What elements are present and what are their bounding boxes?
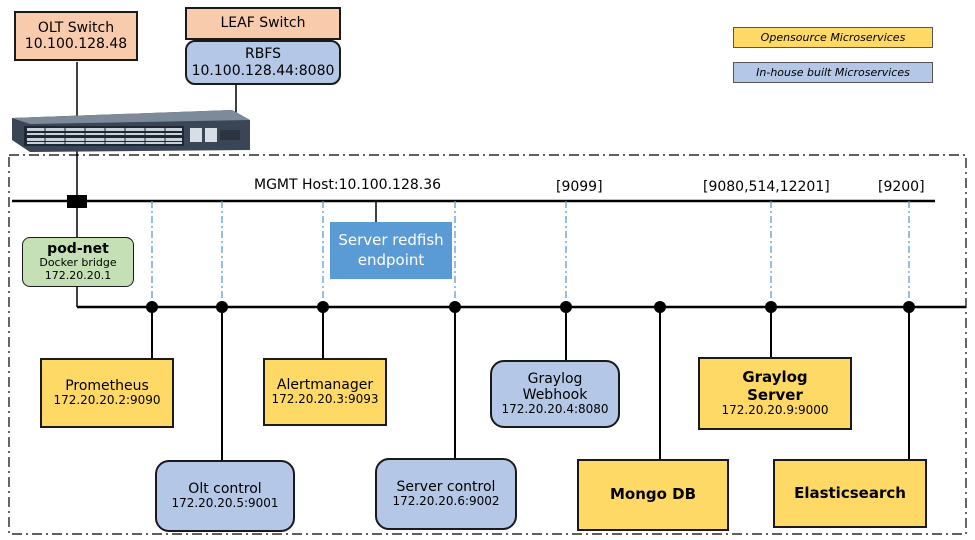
host-boundary (8, 154, 967, 535)
rbfs-title: RBFS (244, 46, 282, 63)
leaf-switch-box: LEAF Switch (185, 7, 341, 40)
redfish-line2: endpoint (357, 250, 425, 269)
alertmanager-name: Alertmanager (276, 377, 374, 394)
server-redfish-endpoint: Server redfish endpoint (330, 222, 452, 279)
graylog-webhook-box: Graylog Webhook 172.20.20.4:8080 (490, 360, 620, 428)
legend-opensource: Opensource Microservices (733, 27, 933, 48)
legend-inhouse-label: In-house built Microservices (756, 66, 910, 79)
alertmanager-ip: 172.20.20.3:9093 (271, 392, 379, 407)
olt-switch-ip: 10.100.128.48 (24, 36, 128, 52)
rbfs-box: RBFS 10.100.128.44:8080 (185, 40, 341, 85)
legend-inhouse: In-house built Microservices (733, 62, 933, 83)
port-graylog-webhook: [9099] (556, 179, 603, 195)
alertmanager-box: Alertmanager 172.20.20.3:9093 (263, 358, 387, 426)
pod-net-ip: 172.20.20.1 (44, 269, 112, 283)
pod-net-sub: Docker bridge (39, 256, 117, 270)
port-elasticsearch: [9200] (878, 179, 925, 195)
server-control-name: Server control (396, 479, 496, 496)
olt-control-ip: 172.20.20.5:9001 (171, 496, 279, 511)
rbfs-ip: 10.100.128.44:8080 (191, 62, 335, 79)
mongo-db-name: Mongo DB (609, 485, 697, 504)
port-graylog-server: [9080,514,12201] (703, 179, 830, 195)
graylog-server-name1: Graylog (742, 368, 808, 387)
pod-net-box: pod-net Docker bridge 172.20.20.1 (22, 237, 134, 287)
elasticsearch-box: Elasticsearch (773, 459, 927, 528)
mgmt-host-label: MGMT Host:10.100.128.36 (254, 177, 442, 193)
mongo-db-box: Mongo DB (577, 459, 729, 531)
graylog-webhook-ip: 172.20.20.4:8080 (501, 402, 609, 417)
server-control-box: Server control 172.20.20.6:9002 (375, 458, 517, 530)
olt-switch-box: OLT Switch 10.100.128.48 (14, 11, 138, 61)
graylog-server-ip: 172.20.20.9:9000 (721, 402, 829, 417)
legend-opensource-label: Opensource Microservices (760, 31, 906, 44)
prometheus-box: Prometheus 172.20.20.2:9090 (40, 358, 174, 428)
bus-port (67, 195, 87, 208)
pod-net-title: pod-net (47, 241, 109, 258)
prometheus-ip: 172.20.20.2:9090 (53, 393, 161, 408)
prometheus-name: Prometheus (65, 378, 149, 395)
graylog-webhook-name2: Webhook (522, 387, 588, 404)
elasticsearch-name: Elasticsearch (794, 483, 906, 502)
leaf-switch-title: LEAF Switch (220, 15, 306, 32)
graylog-server-box: Graylog Server 172.20.20.9:9000 (698, 357, 852, 430)
server-control-ip: 172.20.20.6:9002 (392, 494, 500, 509)
olt-control-box: Olt control 172.20.20.5:9001 (155, 460, 295, 532)
olt-control-name: Olt control (188, 481, 262, 498)
graylog-webhook-name1: Graylog (527, 371, 583, 387)
graylog-server-name2: Server (747, 385, 803, 404)
redfish-line1: Server redfish (338, 231, 444, 249)
olt-switch-title: OLT Switch (37, 19, 115, 36)
